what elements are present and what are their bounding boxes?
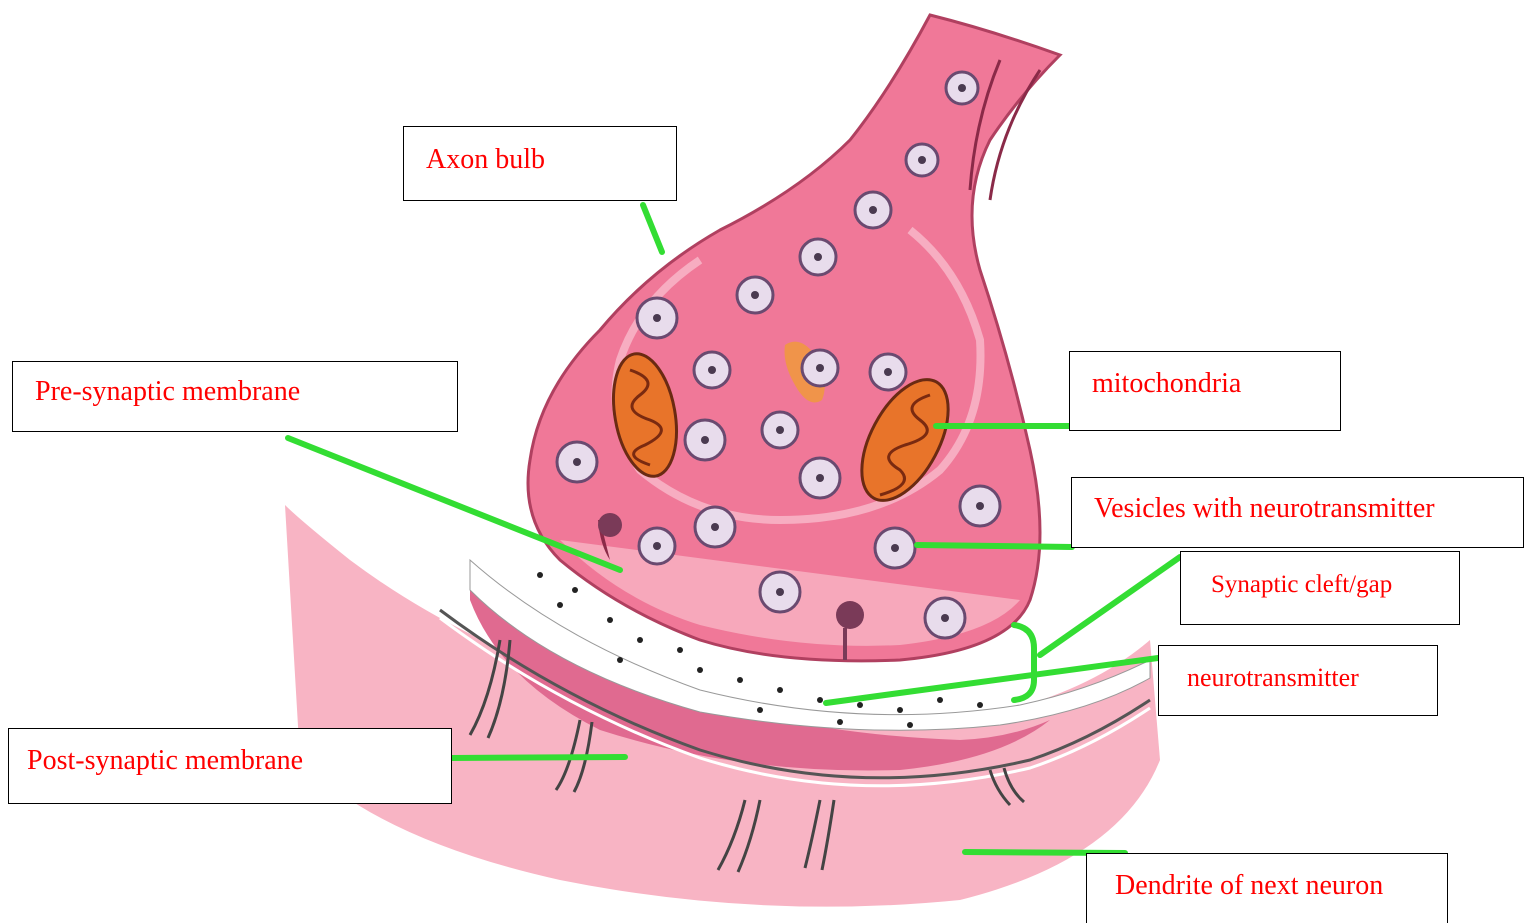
leader-synaptic-cleft <box>1040 557 1180 655</box>
label-post-synaptic-text: Post-synaptic membrane <box>27 745 451 777</box>
leader-post-synaptic <box>452 757 625 758</box>
label-axon-bulb: Axon bulb <box>403 126 677 201</box>
label-vesicles-text: Vesicles with neurotransmitter <box>1094 493 1523 525</box>
label-pre-synaptic-text: Pre-synaptic membrane <box>35 376 457 408</box>
label-neurotransmitter: neurotransmitter <box>1158 645 1438 716</box>
label-axon-bulb-text: Axon bulb <box>426 144 676 176</box>
label-pre-synaptic-membrane: Pre-synaptic membrane <box>12 361 458 432</box>
label-dendrite-text: Dendrite of next neuron <box>1115 870 1447 902</box>
label-neurotransmitter-text: neurotransmitter <box>1181 662 1437 694</box>
label-dendrite: Dendrite of next neuron <box>1086 853 1448 923</box>
label-mitochondria: mitochondria <box>1069 351 1341 431</box>
label-synaptic-cleft: Synaptic cleft/gap <box>1180 551 1460 625</box>
label-post-synaptic-membrane: Post-synaptic membrane <box>8 728 452 804</box>
leader-axon-bulb <box>643 205 662 252</box>
leader-vesicles <box>917 545 1072 547</box>
cleft-bracket <box>1014 625 1034 700</box>
label-synaptic-cleft-text: Synaptic cleft/gap <box>1203 569 1459 601</box>
label-mitochondria-text: mitochondria <box>1092 368 1340 400</box>
label-vesicles: Vesicles with neurotransmitter <box>1071 477 1524 548</box>
